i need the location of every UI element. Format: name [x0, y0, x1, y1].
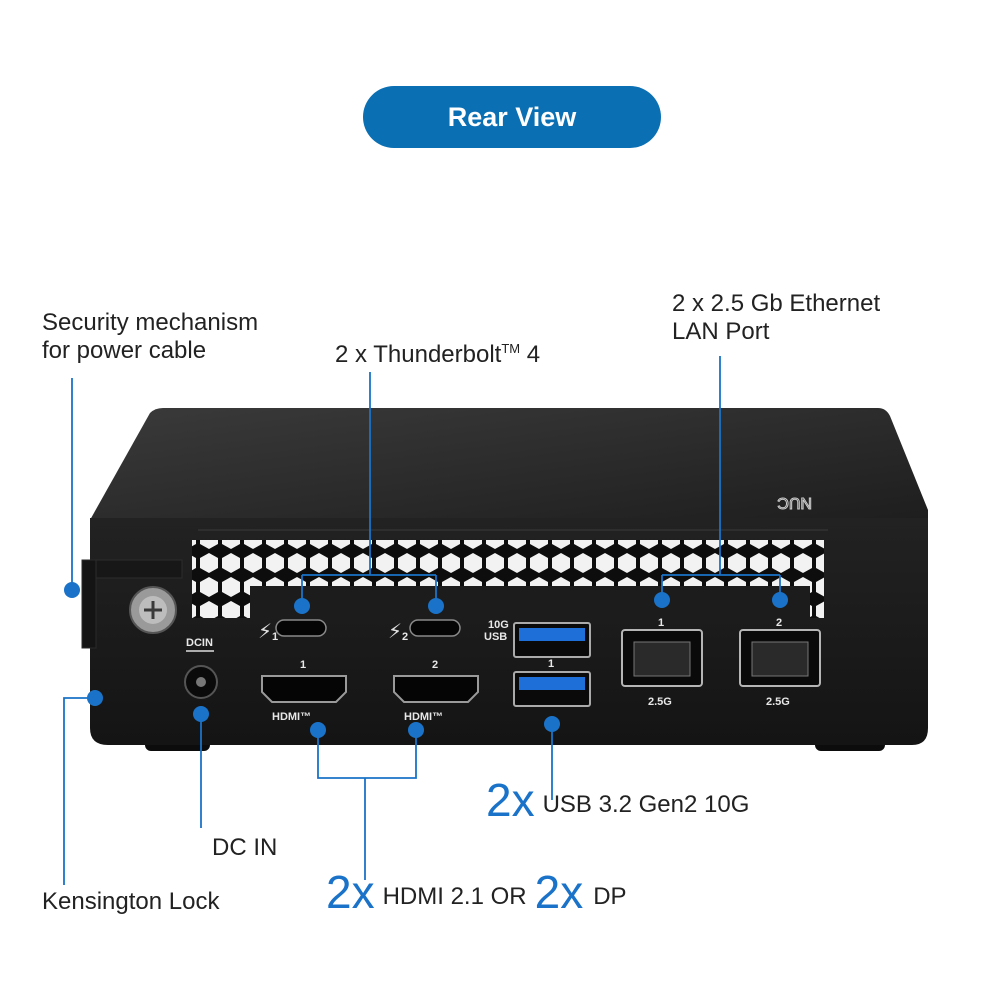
hdmi-label-text: HDMI 2.1 OR — [382, 883, 527, 910]
hdmi-dp-label: 2x HDMI 2.1 OR 2x DP — [326, 869, 627, 915]
callout-dots — [64, 582, 788, 738]
rear-view-title: Rear View — [363, 86, 661, 148]
lan-port-1-number: 1 — [658, 617, 664, 629]
thunderbolt-port-1 — [275, 619, 327, 637]
lan-port-2-speed: 2.5G — [766, 696, 790, 708]
security-label-line-1: Security mechanism — [42, 309, 259, 336]
hdmi-port-2 — [393, 675, 479, 703]
usb-port-number: 1 — [548, 658, 554, 670]
security-label-line-2: for power cable — [42, 337, 207, 364]
security-mechanism-label: Security mechanism for power cable — [42, 309, 258, 365]
hdmi-logo-2: HDMI™ — [404, 711, 443, 723]
chassis-top — [90, 408, 928, 520]
thunderbolt-1-dot — [294, 598, 310, 614]
kensington-lock-label: Kensington Lock — [42, 888, 220, 915]
usb-label: 2x USB 3.2 Gen2 10G — [486, 777, 750, 823]
trademark-mark: TM — [501, 341, 521, 356]
security-dot — [64, 582, 80, 598]
ethernet-label: 2 x 2.5 Gb Ethernet LAN Port — [672, 290, 880, 346]
usb-text: USB — [484, 631, 507, 643]
thunderbolt-2-icon: ⚡ — [388, 621, 402, 643]
callout-lines — [63, 356, 781, 885]
thunderbolt-2-dot — [428, 598, 444, 614]
dp-count: 2x — [534, 866, 584, 918]
thunderbolt-1-icon: ⚡ — [258, 621, 272, 643]
hdmi-port-1-number: 1 — [300, 659, 306, 671]
thunderbolt-label: 2 x ThunderboltTM 4 — [335, 335, 540, 369]
lan-port-2-number: 2 — [776, 617, 782, 629]
tb-port-2-number: 2 — [402, 631, 408, 643]
nuc-logo: NUC — [777, 494, 812, 511]
thunderbolt-port-2 — [409, 619, 461, 637]
usb-label-text: USB 3.2 Gen2 10G — [542, 791, 750, 818]
usb-10g-text: 10G — [488, 619, 509, 631]
hdmi-2-dot — [408, 722, 424, 738]
lan-port-1-speed: 2.5G — [648, 696, 672, 708]
hdmi-1-dot — [310, 722, 326, 738]
dcin-text: DCIN — [186, 637, 213, 649]
dc-in-dot — [193, 706, 209, 722]
dc-in-label: DC IN — [212, 834, 278, 861]
hdmi-port-2-number: 2 — [432, 659, 438, 671]
lan-1-dot — [654, 592, 670, 608]
lan-2-dot — [772, 592, 788, 608]
hdmi-logo-1: HDMI™ — [272, 711, 311, 723]
security-bracket — [95, 559, 183, 579]
kensington-dot — [87, 690, 103, 706]
usb-count: 2x — [486, 774, 535, 826]
ethernet-label-line-2: LAN Port — [672, 318, 770, 345]
tb-port-1-number: 1 — [272, 631, 278, 643]
hdmi-count: 2x — [326, 866, 375, 918]
dp-label-text: DP — [593, 883, 627, 910]
ethernet-label-line-1: 2 x 2.5 Gb Ethernet — [672, 290, 881, 317]
usb-dot — [544, 716, 560, 732]
thunderbolt-label-text: 2 x Thunderbolt — [335, 341, 502, 368]
hdmi-port-1 — [261, 675, 347, 703]
thunderbolt-label-suffix: 4 — [520, 341, 541, 368]
